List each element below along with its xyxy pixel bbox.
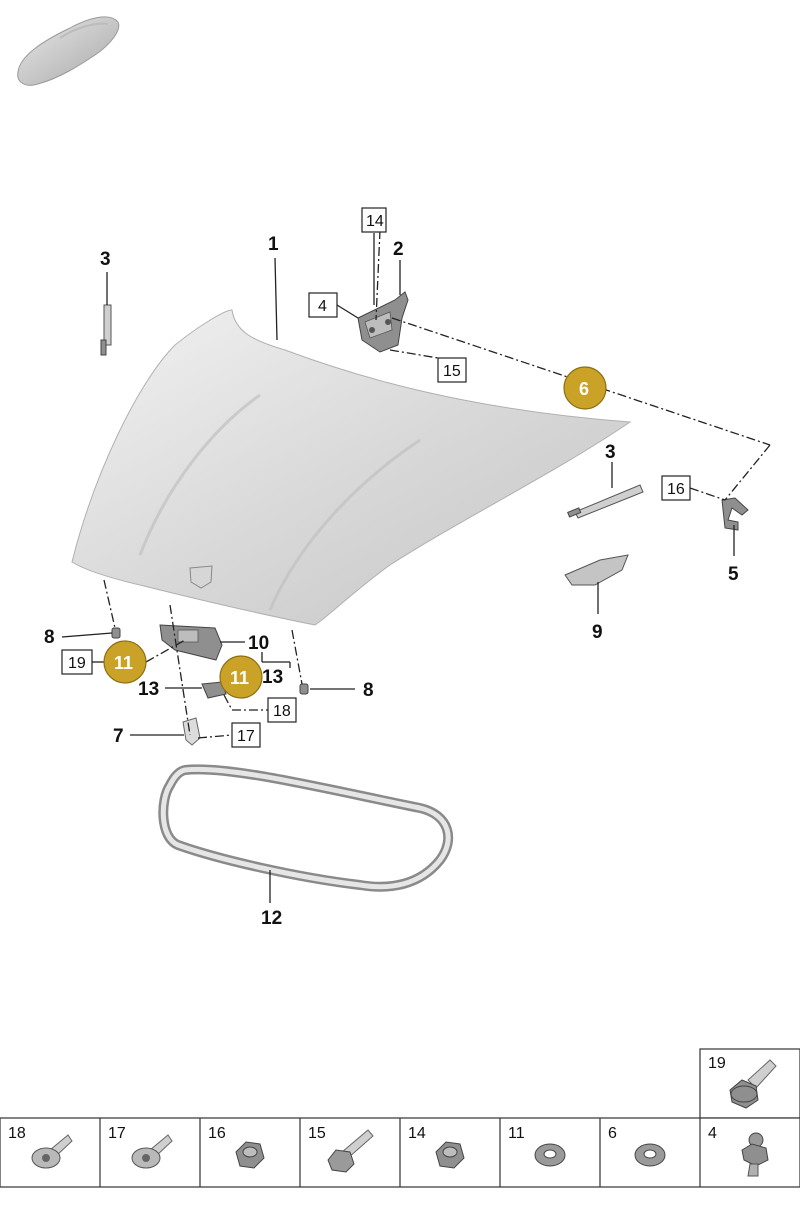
callout-2: 2 (393, 239, 404, 260)
svg-text:17: 17 (237, 728, 255, 745)
callout-3-right: 3 (605, 442, 616, 463)
svg-text:18: 18 (273, 703, 291, 720)
hex-nut-icon-16 (235, 1141, 265, 1169)
hex-nut-icon-14 (435, 1141, 465, 1169)
callout-13-right: 13 (262, 667, 283, 688)
svg-text:19: 19 (68, 655, 86, 672)
boxed-callout-14: 14 (361, 207, 387, 233)
hex-bolt-icon-15 (327, 1129, 374, 1173)
hw-num-18: 18 (8, 1125, 26, 1142)
hw-num-19: 19 (708, 1055, 726, 1072)
callout-9: 9 (592, 622, 603, 643)
hw-num-16: 16 (208, 1125, 226, 1142)
callout-12: 12 (261, 908, 282, 929)
boxed-callout-17: 17 (231, 722, 261, 748)
callout-10: 10 (248, 633, 269, 654)
torx-screw-icon-18 (31, 1134, 73, 1169)
svg-text:4: 4 (318, 298, 327, 315)
callout-8-right: 8 (363, 680, 374, 701)
circle-callout-11-left: 11 (103, 640, 147, 684)
callout-3-left: 3 (100, 249, 111, 270)
gas-strut-left (100, 304, 112, 356)
bracket-part (201, 681, 227, 699)
hw-num-17: 17 (108, 1125, 126, 1142)
rubber-buffer-right (299, 683, 309, 695)
washer-icon-6 (634, 1143, 666, 1167)
ball-stud-icon-4 (741, 1132, 769, 1177)
callout-8-left: 8 (44, 627, 55, 648)
hood-panel (71, 309, 632, 626)
hood-seal (158, 764, 454, 892)
circle-callout-11-right: 11 (219, 655, 263, 699)
boxed-callout-18: 18 (267, 697, 297, 723)
torx-screw-icon-17 (131, 1134, 173, 1169)
circle-callout-6: 6 (563, 366, 607, 410)
hood-hinge (357, 291, 409, 353)
svg-text:15: 15 (443, 363, 461, 380)
washer-icon-11 (534, 1143, 566, 1167)
boxed-callout-4: 4 (308, 292, 338, 318)
svg-text:11: 11 (230, 668, 249, 688)
car-thumbnail-icon (17, 16, 120, 86)
hw-num-6: 6 (608, 1125, 617, 1142)
cover-plate (564, 554, 629, 586)
hw-num-14: 14 (408, 1125, 426, 1142)
leader-lines (61, 233, 735, 903)
svg-text:6: 6 (579, 379, 589, 399)
svg-text:16: 16 (667, 481, 685, 498)
hardware-table: 19 18 17 16 15 (0, 1048, 800, 1188)
hw-num-15: 15 (308, 1125, 326, 1142)
svg-text:14: 14 (366, 213, 384, 230)
hex-flange-bolt-icon (729, 1059, 777, 1109)
boxed-callout-15: 15 (437, 357, 467, 383)
callout-13-left: 13 (138, 679, 159, 700)
callout-1: 1 (268, 234, 279, 255)
hw-num-4: 4 (708, 1125, 717, 1142)
callout-5: 5 (728, 564, 739, 585)
hw-num-11: 11 (508, 1125, 525, 1142)
hood-lock (159, 624, 223, 661)
boxed-callout-19: 19 (61, 649, 93, 675)
gas-strut-right (567, 484, 644, 519)
boxed-callout-16: 16 (661, 475, 691, 501)
striker-clip (182, 717, 201, 746)
release-cable-end (721, 497, 749, 531)
rubber-buffer-left (111, 627, 121, 639)
svg-text:11: 11 (114, 653, 133, 673)
crest-emblem-icon (189, 565, 213, 589)
callout-7: 7 (113, 726, 124, 747)
